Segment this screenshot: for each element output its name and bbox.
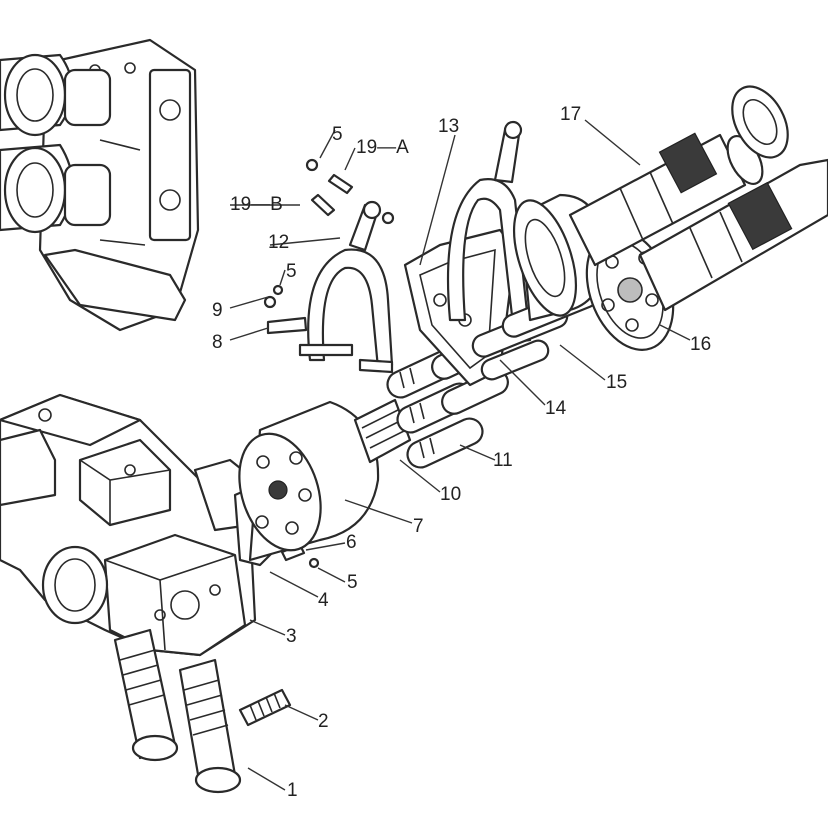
callout-11: 11 — [493, 450, 513, 471]
callout-labels: 1 2 3 4 5 5 5 6 7 8 9 10 11 12 13 14 15 … — [212, 104, 711, 801]
callout-16: 16 — [690, 334, 711, 355]
part-1-port-tubes — [113, 628, 242, 794]
pump-housing-body — [0, 393, 257, 657]
callout-9: 9 — [212, 300, 223, 321]
callout-1: 1 — [287, 780, 298, 801]
leader-lines — [229, 119, 691, 791]
part-2-spring — [238, 688, 292, 727]
callout-3: 3 — [286, 626, 297, 647]
callout-5-lower: 5 — [347, 572, 358, 593]
part-10-center-spring — [353, 398, 412, 464]
callout-7: 7 — [413, 516, 424, 537]
callout-4: 4 — [318, 590, 329, 611]
callout-5-mid: 5 — [286, 261, 297, 282]
part-swash-yoke-right — [446, 120, 532, 344]
part-12-linkage-yoke — [298, 200, 394, 374]
callout-12: 12 — [268, 232, 289, 253]
small-pins-8-9-19 — [263, 158, 395, 335]
callout-15: 15 — [606, 372, 627, 393]
callout-8: 8 — [212, 332, 223, 353]
part-17-upper-shaft — [568, 85, 789, 267]
part-lower-shaft — [638, 158, 828, 312]
callout-19-a: 19—A — [356, 137, 409, 158]
assembled-pump-illustration — [0, 38, 200, 332]
callout-5-upper: 5 — [332, 124, 343, 145]
callout-6: 6 — [346, 532, 357, 553]
callout-2: 2 — [318, 711, 329, 732]
callout-10: 10 — [440, 484, 461, 505]
callout-17: 17 — [560, 104, 581, 125]
part-7-cylinder-block — [238, 400, 380, 562]
callout-19-b: 19—B — [230, 194, 283, 215]
callout-13: 13 — [438, 116, 459, 137]
callout-14: 14 — [545, 398, 567, 419]
